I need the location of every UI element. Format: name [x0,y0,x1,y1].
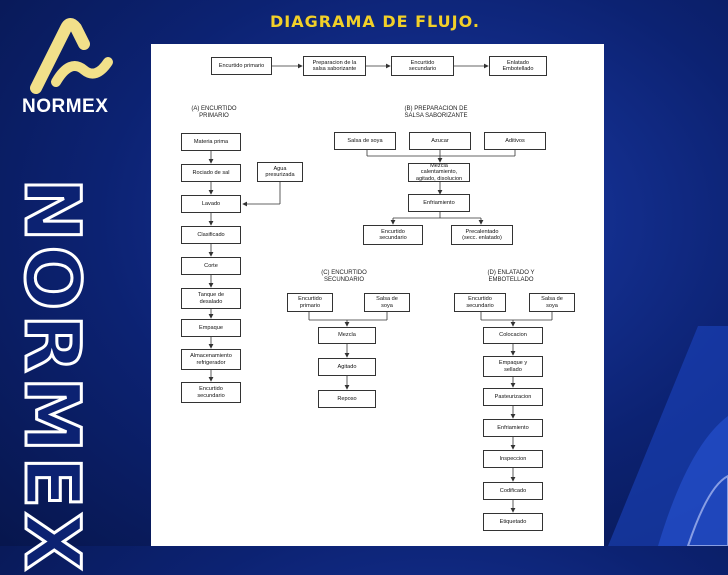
section-b-input: Aditivos [484,132,546,150]
section-a-step: Materia prima [181,133,241,151]
section-a-step: Tanque de desalado [181,288,241,309]
top-step-encurtido-primario: Encurtido primario [211,57,272,75]
section-a-step: Encurtido secundario [181,382,241,403]
section-b-input: Salsa de soya [334,132,396,150]
section-d-step: Empaque y sellado [483,356,543,377]
section-d-step: Inspeccion [483,450,543,468]
section-a-step: Almacenamiento refrigerador [181,349,241,370]
section-b-step: Mezcla calentamiento, agitado, disolucio… [408,163,470,182]
section-d-step: Enfriamiento [483,419,543,437]
section-a-step: Lavado [181,195,241,213]
section-a-title: (A) ENCURTIDO PRIMARIO [191,106,237,119]
top-step-preparacion-salsa: Preparacion de la salsa saborizante [303,56,366,76]
section-a-step: Rociado de sal [181,164,241,182]
section-b-step: Enfriamiento [408,194,470,212]
section-d-step: Etiquetado [483,513,543,531]
slide-title: DIAGRAMA DE FLUJO. [270,12,480,31]
section-b-output: Encurtido secundario [363,225,423,245]
section-a-step: Empaque [181,319,241,337]
section-b-output: Precalentado (secc. enlatado) [451,225,513,245]
section-d-step: Pasteurizacion [483,388,543,406]
section-d-title: (D) ENLATADO Y EMBOTELLADO [487,270,535,283]
section-c-title: (C) ENCURTIDO SECUNDARIO [321,270,367,283]
section-c-step: Agitado [318,358,376,376]
decorative-shapes [608,326,728,546]
section-a-side-input: Agua presurizada [257,162,303,182]
section-d-input: Salsa de soya [529,293,575,312]
section-d-step: Colocacion [483,327,543,344]
top-step-enlatado: Enlatado Embotellado [489,56,547,76]
section-a-step: Corte [181,257,241,275]
logo-text: NORMEX [22,96,109,117]
section-b-input: Azucar [409,132,471,150]
section-d-input: Encurtido secundario [454,293,506,312]
normex-logo-icon [30,18,113,94]
section-c-input: Encurtido primario [287,293,333,312]
flow-diagram: Encurtido primario Preparacion de la sal… [151,44,604,546]
sidebar-branding: NORMEX NORMEX [0,0,150,575]
section-c-step: Mezcla [318,327,376,344]
section-b-title: (B) PREPARACION DE SALSA SABORIZANTE [404,106,468,119]
section-d-step: Codificado [483,482,543,500]
top-step-encurtido-secundario: Encurtido secundario [391,56,454,76]
connector-lines [208,63,553,513]
section-c-step: Reposo [318,390,376,408]
vertical-brand-text: NORMEX [7,177,99,575]
section-a-step: Clasificado [181,226,241,244]
section-c-input: Salsa de soya [364,293,410,312]
